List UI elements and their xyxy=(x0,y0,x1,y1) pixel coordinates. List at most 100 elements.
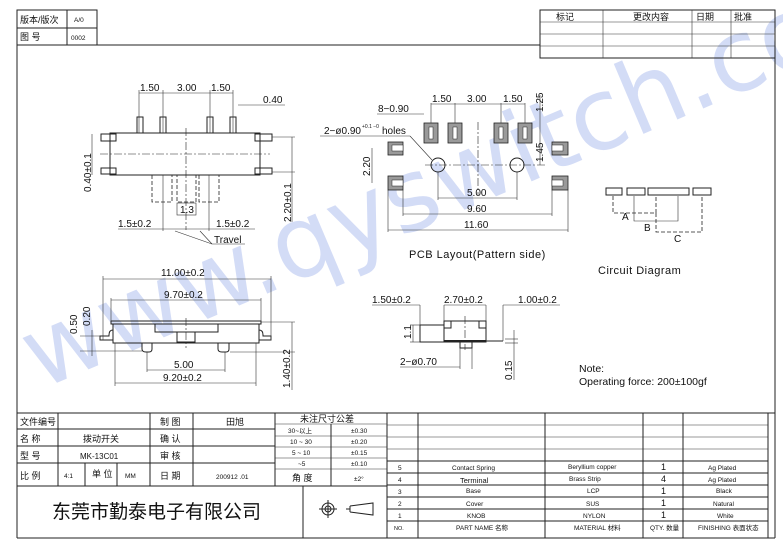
circuit-diagram: A B C Circuit Diagram xyxy=(598,187,712,277)
tol-value-4: ±0.10 xyxy=(351,461,368,468)
front-dim-terminal: 1.00±0.2 xyxy=(518,295,557,306)
pcb-dim-hole-offset: 1.45 xyxy=(535,142,546,162)
name-label: 名 称 xyxy=(20,433,41,444)
pcb-layout: 1.50 3.00 1.50 1.25 8−0.90 2−ø0.90 +0.1 … xyxy=(320,92,569,261)
note-label: Note: xyxy=(579,363,604,375)
bom-material: Beryllium copper xyxy=(568,464,617,471)
tol-value-3: ±0.15 xyxy=(351,450,368,457)
bom-row-2: 2 Cover SUS 1 Natural xyxy=(398,498,735,508)
pcb-dim-holes: 2−ø0.90 xyxy=(324,126,361,137)
model-label: 型 号 xyxy=(20,451,41,461)
bom-table xyxy=(387,413,769,538)
bom-header: NO. PART NAME 名称 MATERIAL 材料 QTY. 数量 FIN… xyxy=(394,523,759,532)
bom-part: Cover xyxy=(466,501,484,508)
scale-label: 比 例 xyxy=(20,470,41,481)
bom-finish: Ag Plated xyxy=(708,477,737,484)
pcb-dim-pitch-a: 1.50 xyxy=(432,94,452,105)
circuit-label-c: C xyxy=(674,234,681,245)
scale-value: 4:1 xyxy=(64,473,73,480)
bom-material: LCP xyxy=(587,488,600,495)
front-view: 1.50±0.2 2.70±0.2 1.00±0.2 1.1 2−ø0.70 0… xyxy=(372,295,560,380)
dim-tab-span: 2.20±0.1 xyxy=(283,183,294,222)
bom-header-part: PART NAME 名称 xyxy=(456,523,509,532)
side-dim-h1: 0.50 xyxy=(69,314,80,334)
company-name: 东莞市勤泰电子有限公司 xyxy=(52,501,261,523)
pcb-dim-pad-span: 2.20 xyxy=(362,156,373,176)
note-text: Operating force: 200±100gf xyxy=(579,376,707,388)
front-dim-terminal-thickness: 0.15 xyxy=(504,360,515,380)
drawing-no-label: 图 号 xyxy=(20,32,41,42)
side-view: 11.00±0.2 9.70±0.2 5.00 9.20±0.2 0.50 0.… xyxy=(69,268,295,390)
version-value: A/0 xyxy=(74,17,84,24)
angle-value: ±2° xyxy=(354,475,364,483)
bom-material: Brass Strip xyxy=(569,476,601,483)
circuit-label-b: B xyxy=(644,223,651,234)
projection-symbol-icon xyxy=(319,500,374,518)
dim-tab-height: 0.40±0.1 xyxy=(83,153,94,192)
bom-qty: 4 xyxy=(661,474,666,484)
angle-label: 角 度 xyxy=(292,472,313,483)
travel-label: Travel xyxy=(214,235,241,246)
bom-row-3: 3 Base LCP 1 Black xyxy=(398,486,733,496)
bom-material: NYLON xyxy=(583,513,606,520)
bom-qty: 1 xyxy=(661,462,666,472)
bom-material: SUS xyxy=(586,501,600,508)
dim-travel-left: 1.5±0.2 xyxy=(118,219,152,230)
side-dim-overall: 11.00±0.2 xyxy=(161,268,205,279)
bom-header-finish: FINISHING 表面状态 xyxy=(698,523,759,532)
bom-part: Base xyxy=(466,488,481,495)
bom-row-1: 1 KNOB NYLON 1 White xyxy=(398,510,734,520)
bom-row-4: 4 Terminal Brass Strip 4 Ag Plated xyxy=(398,474,737,485)
pcb-dim-pitch-c: 1.50 xyxy=(503,94,523,105)
bom-no: 3 xyxy=(398,489,402,496)
dim-pitch-b: 3.00 xyxy=(177,83,197,94)
confirm-label: 确 认 xyxy=(160,433,181,444)
drawn-value: 田旭 xyxy=(226,416,244,427)
revision-box: 版本/版次 A/0 图 号 0002 xyxy=(16,9,98,46)
bom-row-5: 5 Contact Spring Beryllium copper 1 Ag P… xyxy=(398,462,737,472)
front-dim-knob: 1.50±0.2 xyxy=(372,295,411,306)
top-view: 1.50 3.00 1.50 0.40 0.40±0.1 2.20±0.1 1.… xyxy=(83,83,295,246)
tol-range-4: ~5 xyxy=(298,461,306,468)
dim-pin-width: 0.40 xyxy=(263,95,283,106)
bom-no: 5 xyxy=(398,465,402,472)
drawing-frame xyxy=(16,44,776,539)
review-label: 审 核 xyxy=(160,450,181,461)
pcb-dim-pad-height: 1.25 xyxy=(535,92,546,112)
pcb-layout-title: PCB Layout(Pattern side) xyxy=(409,249,546,261)
unit-label: 单 位 xyxy=(92,468,113,479)
pcb-dim-pads: 8−0.90 xyxy=(378,104,409,115)
header-approve: 批准 xyxy=(734,11,752,22)
pcb-dim-holes-tolerance: +0.1 −0 xyxy=(362,124,379,130)
tol-range-2: 10 ~ 30 xyxy=(290,439,312,446)
bom-qty: 1 xyxy=(661,486,666,496)
file-no-label: 文件编号 xyxy=(20,416,56,427)
tol-range-1: 30~以上 xyxy=(288,426,313,435)
pcb-holes-word: holes xyxy=(382,126,406,137)
side-dim-h2: 0.20 xyxy=(82,306,93,326)
dim-knob-width: 1.3 xyxy=(180,205,194,216)
tol-value-2: ±0.20 xyxy=(351,439,368,446)
bom-part: Contact Spring xyxy=(452,465,495,472)
bom-finish: Ag Plated xyxy=(708,465,737,472)
pcb-dim-hole-pitch: 5.00 xyxy=(467,188,487,199)
pcb-dim-outer: 11.60 xyxy=(464,220,489,231)
side-dim-base: 9.20±0.2 xyxy=(163,373,202,384)
bom-finish: White xyxy=(717,513,734,520)
bom-no: 2 xyxy=(398,501,402,508)
header-content: 更改内容 xyxy=(633,11,669,22)
date-value: 200912 .01 xyxy=(216,474,249,481)
front-dim-knob-height: 1.1 xyxy=(403,325,414,339)
name-value: 拨动开关 xyxy=(83,433,119,444)
unit-value: MM xyxy=(125,473,136,480)
circuit-diagram-title: Circuit Diagram xyxy=(598,265,681,277)
dim-pitch-c: 1.50 xyxy=(211,83,231,94)
tol-range-3: 5 ~ 10 xyxy=(292,450,311,457)
bom-no: 1 xyxy=(398,513,402,520)
bom-header-qty: QTY. 数量 xyxy=(650,523,680,532)
front-dim-peg: 2−ø0.70 xyxy=(400,357,437,368)
title-block: 文件编号 名 称 拨动开关 型 号 MK-13C01 比 例 4:1 单 位 M… xyxy=(17,413,388,538)
model-value: MK-13C01 xyxy=(80,452,119,461)
drawing-no-value: 0002 xyxy=(71,35,86,42)
